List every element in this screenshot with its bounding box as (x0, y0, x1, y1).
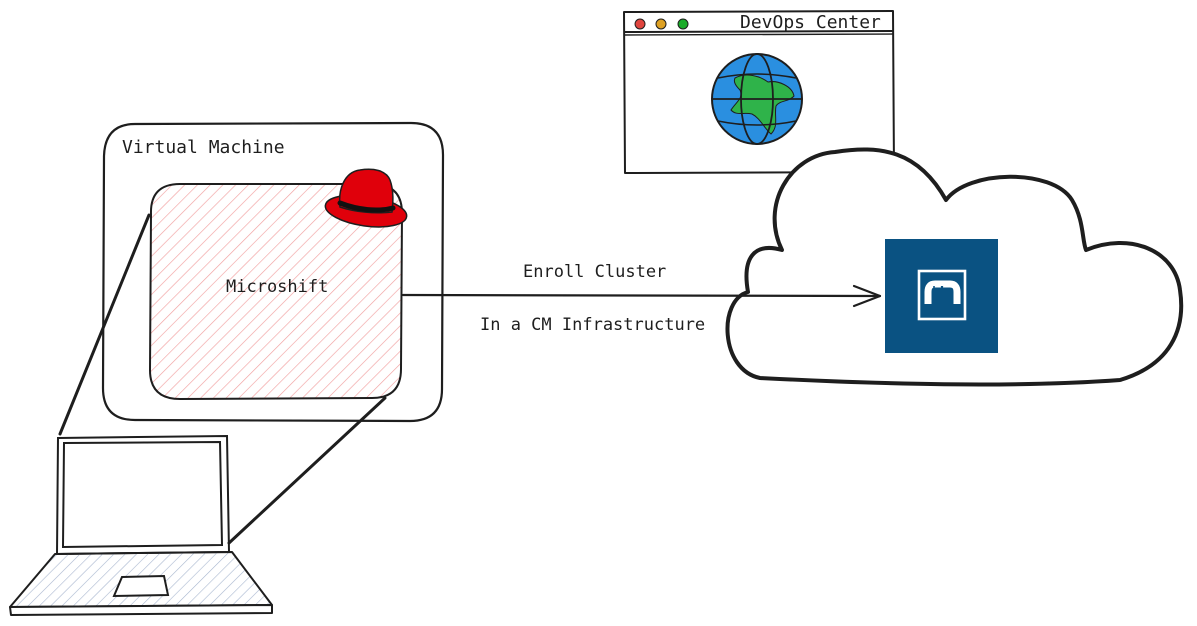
enroll-arrow (401, 284, 882, 308)
microshift-label: Microshift (226, 277, 328, 297)
laptop-icon (9, 434, 273, 616)
microshift-box: Microshift (149, 183, 403, 400)
devops-center-title: DevOps Center (740, 12, 881, 33)
virtual-machine-box: Virtual Machine (101, 121, 445, 423)
window-minimize-dot (655, 18, 667, 30)
globe-icon (711, 53, 803, 145)
cluster-manager-logo-icon (885, 239, 998, 353)
window-maximize-dot (677, 18, 689, 30)
enroll-cluster-label: Enroll Cluster (523, 262, 666, 282)
virtual-machine-label: Virtual Machine (122, 137, 285, 158)
zoom-lines (58, 213, 387, 545)
window-close-dot (634, 18, 646, 30)
cm-infrastructure-label: In a CM Infrastructure (480, 315, 705, 335)
redhat-hat-icon (324, 168, 408, 228)
devops-center-window: DevOps Center (623, 10, 895, 174)
